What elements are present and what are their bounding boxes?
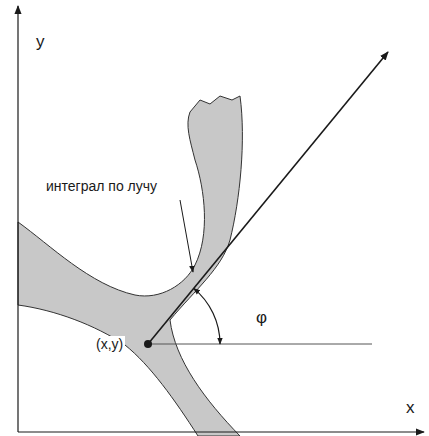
reference-line	[148, 344, 372, 345]
point-label: (x,y)	[94, 336, 125, 352]
angle-label: φ	[254, 308, 269, 328]
ray-arrow	[148, 52, 388, 344]
point-dot	[144, 340, 152, 348]
axis-label: y	[34, 32, 47, 52]
x-axis	[18, 431, 424, 432]
callout-text: интеграл по лучу	[44, 178, 159, 194]
angle-arc	[194, 288, 220, 344]
axis-label: x	[404, 398, 417, 418]
y-axis	[17, 6, 18, 432]
leader-line	[180, 200, 193, 272]
object-shape	[18, 96, 242, 436]
